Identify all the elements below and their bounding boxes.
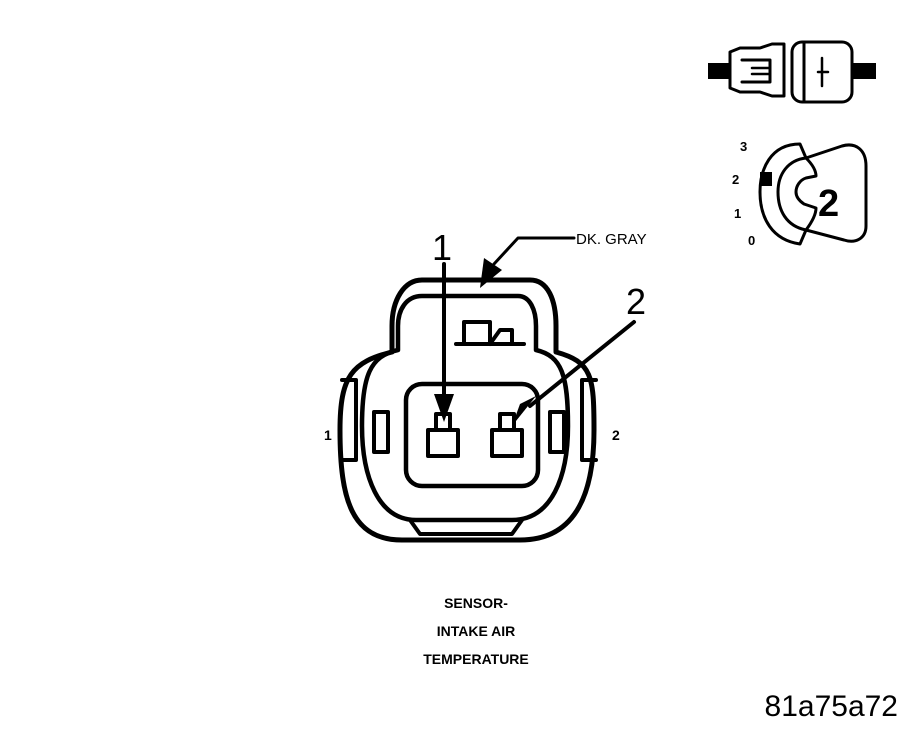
callout-pin-2: 2 <box>512 281 646 426</box>
dial-mark-3: 3 <box>740 139 747 154</box>
caption-line-2: INTAKE AIR <box>437 623 516 639</box>
arrow-head-icon <box>434 394 454 422</box>
dial-mark-1: 1 <box>734 206 741 221</box>
arrow-head-icon <box>512 396 536 426</box>
caption-line-1: SENSOR- <box>444 595 508 611</box>
cavity-label-right: 2 <box>612 427 620 443</box>
connector-inner-housing <box>359 293 571 523</box>
dial-mark-0: 0 <box>748 233 755 248</box>
terminal-2 <box>490 412 524 458</box>
callout-pin-2-number: 2 <box>626 281 646 322</box>
connector-key-notch <box>462 320 492 346</box>
terminal-1 <box>426 412 460 458</box>
connector-face <box>337 277 598 543</box>
caption-line-3: TEMPERATURE <box>423 651 529 667</box>
terminal-cavity <box>403 381 541 489</box>
dial-selected-marker <box>760 172 772 186</box>
cavity-label-left: 1 <box>324 427 332 443</box>
callout-pin-1: 1 <box>432 227 454 422</box>
callout-pin-1-number: 1 <box>432 227 452 268</box>
arrow-head-icon <box>480 258 502 288</box>
wire-color-label: DK. GRAY <box>576 231 647 248</box>
right-latch-tab <box>580 378 598 462</box>
callout-wire-color: DK. GRAY <box>480 231 647 288</box>
figure-id: 81a75a72 <box>765 690 898 723</box>
connector-pair-icon <box>708 40 876 104</box>
terminal-position-dial-icon: 3 2 1 0 2 <box>732 139 868 248</box>
dial-mark-2: 2 <box>732 172 739 187</box>
left-latch-tab <box>340 378 358 462</box>
dial-selected-number: 2 <box>818 183 839 225</box>
connector-bottom-lip <box>408 518 524 536</box>
caption: SENSOR- INTAKE AIR TEMPERATURE <box>423 595 529 667</box>
